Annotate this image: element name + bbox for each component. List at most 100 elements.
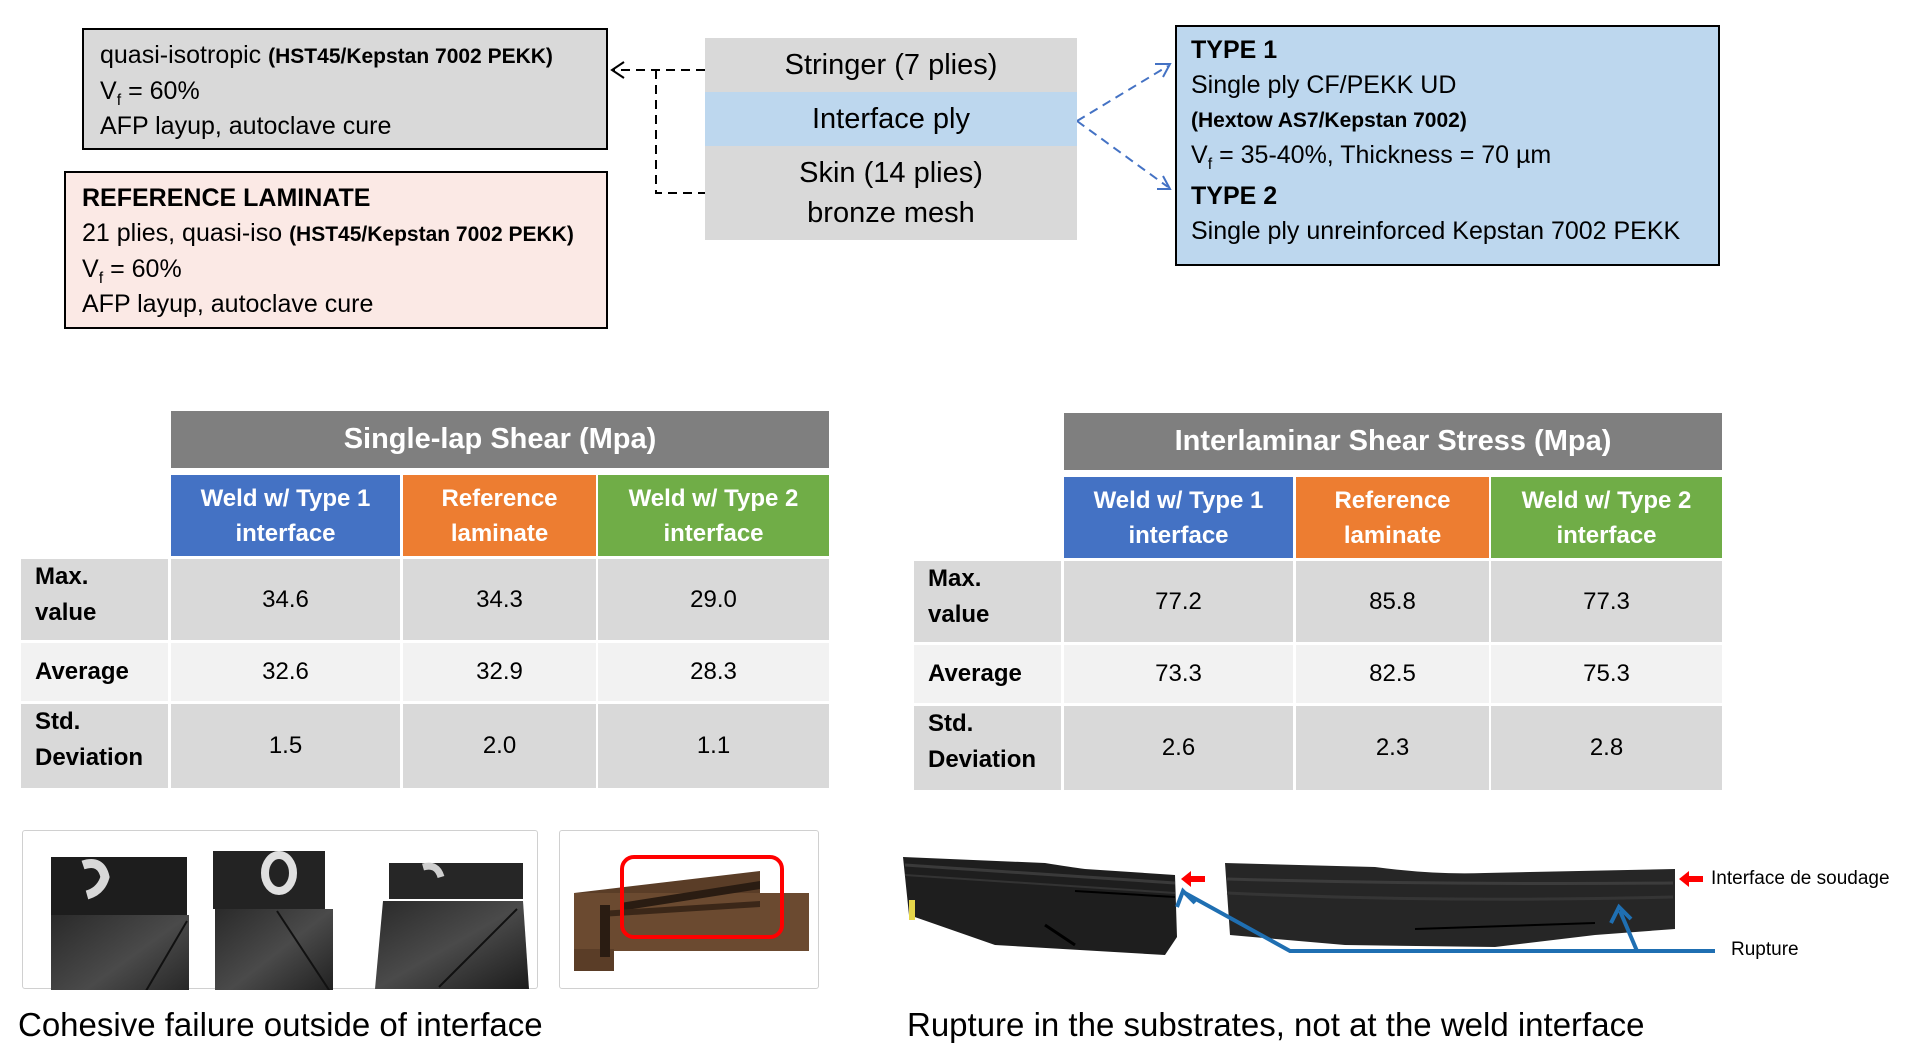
cell-value: 77.2	[1155, 587, 1202, 615]
cell-value: 29.0	[690, 585, 737, 613]
reference-laminate-box: REFERENCE LAMINATE 21 plies, quasi-iso (…	[64, 171, 608, 329]
cell-value: 1.5	[268, 732, 303, 759]
header-line1: Weld w/ Type 2	[1521, 486, 1692, 514]
table-cell: 32.9	[403, 643, 596, 701]
type2-arrowhead-icon	[1157, 175, 1172, 190]
reference-laminate-title: REFERENCE LAMINATE	[82, 184, 371, 212]
right-dashed-connectors	[1076, 65, 1169, 188]
stringer-fiber-volume: Vf = 60%	[100, 74, 590, 109]
vf-subscript: f	[98, 270, 104, 287]
header-line2: laminate	[450, 519, 549, 547]
stack-stringer: Stringer (7 plies)	[705, 38, 1077, 92]
table-cell: 34.6	[171, 559, 400, 640]
material-name: (HST45/Kepstan 7002 PEKK)	[268, 45, 553, 68]
header-line1: Weld w/ Type 2	[628, 484, 799, 512]
cell-value: 85.8	[1369, 587, 1416, 615]
connector-arrows	[610, 61, 1172, 194]
stack-skin: Skin (14 plies) bronze mesh	[705, 146, 1077, 240]
vf-value: = 60%	[103, 255, 182, 283]
type2-title: TYPE 2	[1191, 182, 1278, 210]
table-title-text: Interlaminar Shear Stress (Mpa)	[1174, 425, 1612, 457]
row-label-average: Average	[914, 645, 1061, 703]
right-caption: Rupture in the substrates, not at the we…	[907, 1006, 1645, 1043]
table-cell: 28.3	[598, 643, 829, 701]
cell-value: 2.6	[1161, 734, 1196, 761]
weld-interface-arrow-icon	[1181, 871, 1205, 887]
row-label-line1: Std.	[35, 708, 81, 735]
left-dashed-connector	[614, 69, 705, 194]
reference-fiber-volume: Vf = 60%	[82, 252, 590, 287]
row-label-max: Max. value	[21, 559, 168, 640]
table-cell: 2.0	[403, 704, 596, 788]
delamination-closeup-photo	[559, 830, 819, 989]
type1-title: TYPE 1	[1191, 36, 1278, 64]
highlight-box	[620, 855, 784, 939]
header-line2: interface	[1556, 521, 1657, 549]
row-label-std-deviation: Std.Deviation	[914, 706, 1061, 790]
cell-value: 34.6	[262, 585, 309, 613]
interface-ply-label: Interface ply	[812, 103, 970, 135]
row-label-line2: Deviation	[35, 744, 144, 771]
material-name: (HST45/Kepstan 7002 PEKK)	[289, 223, 574, 246]
cell-value: 32.6	[262, 658, 309, 685]
table-title: Interlaminar Shear Stress (Mpa)	[1064, 413, 1722, 470]
row-label-max: Max.value	[914, 561, 1061, 642]
left-caption: Cohesive failure outside of interface	[18, 1006, 543, 1043]
rupture-label: Rupture	[1731, 939, 1799, 960]
column-header-type2: Weld w/ Type 2 interface	[1491, 477, 1722, 558]
type1-arrowhead-icon	[1155, 63, 1172, 78]
table-cell: 2.3	[1296, 706, 1489, 790]
row-label-line2: value	[928, 601, 990, 628]
material-type-text: quasi-isotropic	[100, 41, 269, 69]
row-label-line1: Max.	[35, 563, 89, 590]
weld-interface-arrow-icon	[1679, 871, 1703, 887]
row-label-line1: Average	[35, 658, 129, 685]
stringer-label: Stringer (7 plies)	[784, 49, 998, 81]
table-cell: 1.5	[171, 704, 400, 788]
row-label-line2: value	[35, 599, 97, 626]
cell-value: 2.8	[1589, 734, 1624, 761]
row-label-average: Average	[21, 643, 168, 701]
header-line2: laminate	[1343, 521, 1442, 549]
rupture-arrowhead-icon	[1609, 903, 1633, 924]
row-label-line2: Deviation	[928, 746, 1037, 773]
vf-subscript: f	[116, 92, 122, 109]
cell-value: 82.5	[1369, 660, 1416, 687]
table-title-text: Single-lap Shear (Mpa)	[343, 423, 657, 455]
ilss-specimens-illustration	[903, 857, 1715, 955]
header-line2: interface	[235, 519, 336, 547]
type1-material: (Hextow AS7/Kepstan 7002)	[1191, 109, 1467, 132]
vf-symbol: V	[100, 77, 117, 105]
cell-value: 28.3	[690, 658, 737, 685]
skin-label: Skin (14 plies)	[799, 157, 983, 189]
table-cell: 34.3	[403, 559, 596, 640]
type2-description: Single ply unreinforced Kepstan 7002 PEK…	[1191, 217, 1681, 245]
type1-properties: Vf = 35-40%, Thickness = 70 µm	[1191, 138, 1704, 173]
cell-value: 1.1	[696, 732, 731, 759]
table-cell: 75.3	[1491, 645, 1722, 703]
reference-line2: 21 plies, quasi-iso (HST45/Kepstan 7002 …	[82, 216, 590, 252]
header-line1: Reference	[441, 484, 558, 512]
table-cell: 77.2	[1064, 561, 1293, 642]
header-line1: Weld w/ Type 1	[1093, 486, 1264, 514]
interface-types-box: TYPE 1 Single ply CF/PEKK UD (Hextow AS7…	[1175, 25, 1720, 266]
table-cell: 32.6	[171, 643, 400, 701]
column-header-reference: Reference laminate	[1296, 477, 1489, 558]
type1-description: Single ply CF/PEKK UD	[1191, 71, 1457, 99]
header-line1: Weld w/ Type 1	[200, 484, 371, 512]
cell-value: 2.0	[482, 732, 517, 759]
reference-process-text: AFP layup, autoclave cure	[82, 290, 374, 318]
cell-value: 77.3	[1583, 587, 1630, 615]
cell-value: 75.3	[1583, 660, 1630, 687]
skin-mesh-label: bronze mesh	[807, 197, 975, 229]
table-cell: 29.0	[598, 559, 829, 640]
table-cell: 73.3	[1064, 645, 1293, 703]
header-line1: Reference	[1334, 486, 1451, 514]
laminate-stack: Stringer (7 plies) Interface ply Skin (1…	[705, 38, 1077, 240]
column-header-reference: Reference laminate	[403, 475, 596, 556]
vf-value: = 35-40%, Thickness = 70 µm	[1212, 141, 1552, 169]
table-title: Single-lap Shear (Mpa)	[171, 411, 829, 468]
interlaminar-shear-table: Interlaminar Shear Stress (Mpa) Weld w/ …	[914, 413, 1722, 790]
cell-value: 2.3	[1375, 734, 1410, 761]
